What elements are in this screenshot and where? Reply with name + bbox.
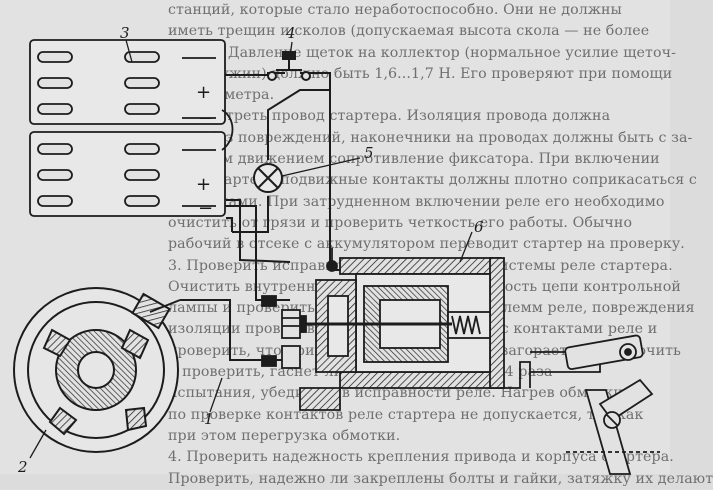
callout-3: 3 xyxy=(120,24,130,42)
lever-linkage xyxy=(530,334,660,475)
callout-5: 5 xyxy=(364,144,374,162)
battery-minus-top-sign: − xyxy=(198,108,213,129)
battery-minus-bottom-sign: − xyxy=(198,198,213,219)
test-lamp xyxy=(253,163,283,193)
battery xyxy=(29,39,234,217)
text-line: рабочим движением сопротивление фиксатор… xyxy=(168,151,660,168)
callout-4: 4 xyxy=(286,24,296,42)
battery-plus-bottom-sign: + xyxy=(196,174,211,195)
text-line: при этом перегрузка обмотки. xyxy=(168,427,401,444)
terminal-screws xyxy=(261,295,301,369)
text-line: испытания, убедиться в исправности реле.… xyxy=(168,385,623,402)
callout-6: 6 xyxy=(474,218,484,236)
callout-2: 2 xyxy=(18,458,28,476)
text-line: 2. Осмотреть провод стартера. Изоляция п… xyxy=(168,108,611,125)
text-line: быть без повреждений, наконечники на про… xyxy=(168,129,693,146)
text-line: реле стартера подвижные контакты должны … xyxy=(168,172,697,189)
text-line: по проверке контактов реле стартера не д… xyxy=(168,406,644,423)
book-page: станций, которые стало неработоспособно.… xyxy=(13,2,713,487)
starter-test-diagram: + − + − xyxy=(13,39,660,475)
contact-breaker xyxy=(13,287,181,453)
text-line: станций, которые стало неработоспособно.… xyxy=(168,2,622,18)
battery-plus-top-sign: + xyxy=(196,82,211,103)
push-switch xyxy=(267,51,311,81)
text-line: контактами. При затрудненном включении р… xyxy=(168,193,665,210)
leader-lines xyxy=(29,39,473,459)
text-line: очистить от грязи и проверить четкость е… xyxy=(168,214,633,231)
text-line: рабочий в отсеке с аккумулятором перевод… xyxy=(168,236,685,253)
text-line: 4. Проверить надежность крепления привод… xyxy=(168,449,674,466)
starter-relay xyxy=(295,248,531,411)
text-line: Проверить, надежно ли закреплены болты и… xyxy=(168,470,713,487)
text-line: иметь трещин и сколов (допускаемая высот… xyxy=(168,23,650,40)
callout-1: 1 xyxy=(204,410,214,428)
